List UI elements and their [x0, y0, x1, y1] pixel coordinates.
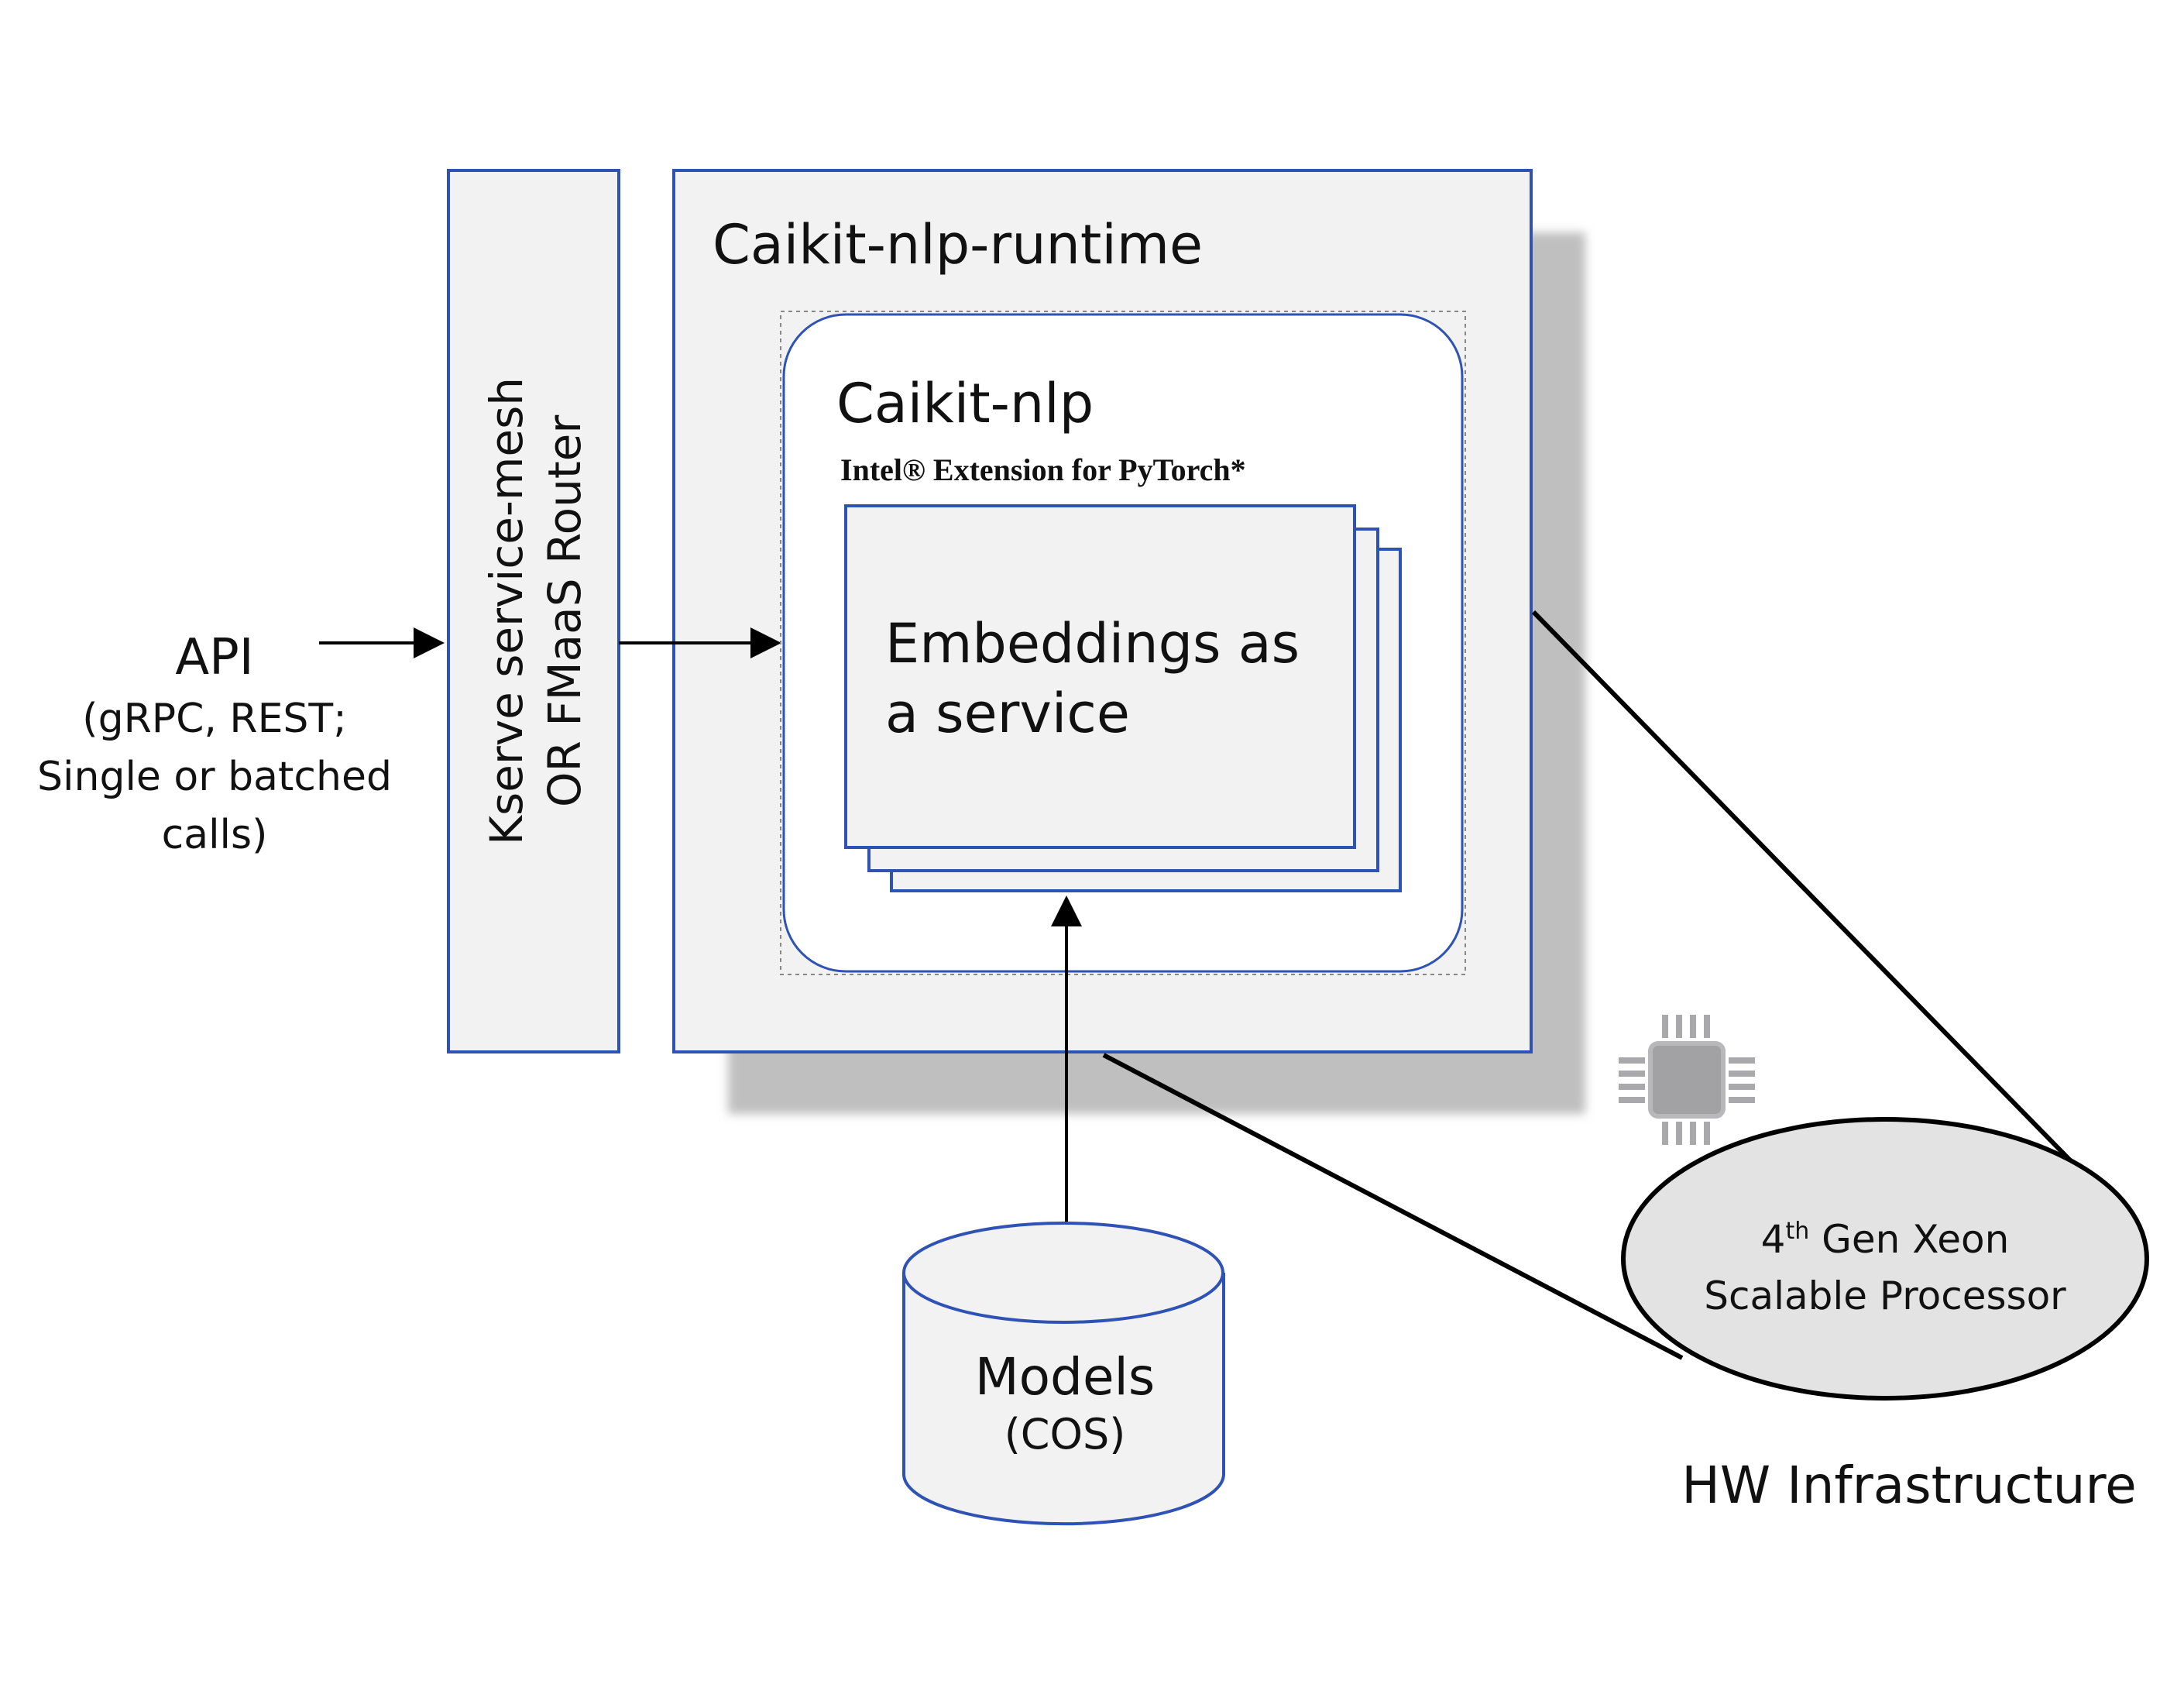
callout-line-top [1531, 610, 2074, 1164]
models-cylinder: Models (COS) [902, 1222, 1225, 1526]
runtime-title: Caikit-nlp-runtime [713, 213, 1203, 277]
models-subtitle: (COS) [1004, 1410, 1126, 1459]
cpu-chip-icon [1619, 1015, 1755, 1145]
api-call-mode: Single or batched [37, 754, 392, 800]
router-line1: Kserve service-mesh [480, 377, 533, 845]
api-label: API (gRPC, REST; Single or batched calls… [37, 629, 392, 858]
router-line2: OR FMaaS Router [538, 415, 591, 807]
processor-ellipse: 4th Gen Xeon Scalable Processor [1621, 1117, 2149, 1401]
service-card-front [844, 504, 1356, 849]
api-title: API [175, 629, 253, 686]
api-calls: calls) [162, 812, 268, 858]
processor-line1: 4th Gen Xeon [1761, 1217, 2010, 1262]
router-box: Kserve service-mesh OR FMaaS Router [447, 169, 620, 1053]
models-title: Models [975, 1347, 1156, 1407]
callout-line-bottom [1102, 1053, 1684, 1360]
service-line2: a service [885, 682, 1130, 745]
processor-line2: Scalable Processor [1704, 1273, 2066, 1318]
caikit-nlp-title: Caikit-nlp [836, 372, 1094, 435]
ipex-label: Intel® Extension for PyTorch* [840, 452, 1246, 487]
hw-infrastructure-label: HW Infrastructure [1681, 1456, 2137, 1515]
service-line1: Embeddings as [885, 612, 1300, 675]
embeddings-service-stack: Embeddings as a service [844, 504, 1402, 892]
api-protocols: (gRPC, REST; [82, 696, 346, 742]
